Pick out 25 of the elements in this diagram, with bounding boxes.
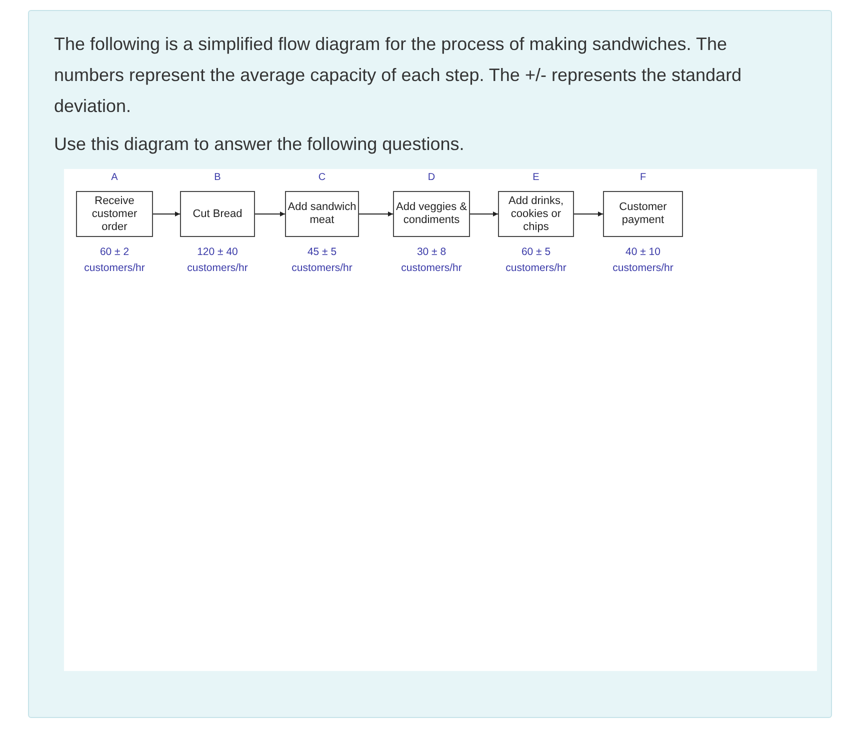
step-text: Add veggies & condiments bbox=[395, 201, 468, 227]
step-text: Cut Bread bbox=[192, 208, 242, 220]
capacity-label: 60 ± 2 customers/hr bbox=[83, 245, 146, 276]
capacity-label: 60 ± 5 customers/hr bbox=[504, 245, 568, 276]
step-letter: F bbox=[638, 171, 648, 185]
capacity-label: 30 ± 8 customers/hr bbox=[400, 245, 463, 276]
arrow bbox=[254, 212, 286, 216]
paragraph: Use this diagram to answer the following questions. bbox=[54, 133, 466, 156]
step-letter: D bbox=[426, 171, 436, 185]
capacity-label: 40 ± 10 customers/hr bbox=[612, 245, 674, 276]
capacity-label: 120 ± 40 customers/hr bbox=[186, 245, 249, 276]
arrow bbox=[358, 212, 394, 216]
step-text: Add drinks, cookies or chips bbox=[507, 194, 565, 234]
step-letter: A bbox=[110, 171, 119, 185]
arrow bbox=[152, 212, 180, 216]
arrow bbox=[574, 212, 604, 216]
capacity-label: 45 ± 5 customers/hr bbox=[290, 245, 354, 276]
step-text: Add sandwich meat bbox=[287, 201, 357, 227]
step-text: Receive customer order bbox=[90, 194, 138, 234]
step-letter: E bbox=[532, 171, 540, 185]
step-letter: B bbox=[213, 171, 222, 185]
paragraph: The following is a simplified flow diagram for the process of making sandwiches. The numbers represent the average capacity of each step. The +/- represents the standard deviation. bbox=[54, 33, 743, 118]
step-text: Customer payment bbox=[618, 201, 668, 227]
arrow bbox=[470, 212, 498, 216]
step-letter: C bbox=[317, 171, 327, 185]
